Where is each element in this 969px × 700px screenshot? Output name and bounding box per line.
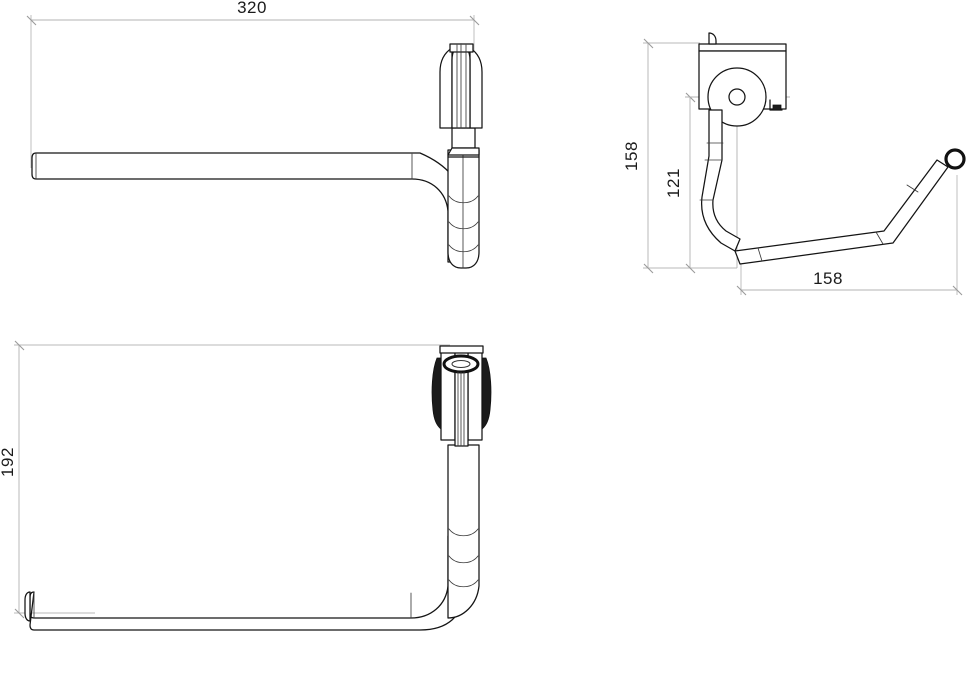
dimension-label-320: 320 bbox=[237, 0, 267, 17]
tube-end-cap bbox=[944, 148, 966, 170]
dimension-label-158-vertical: 158 bbox=[622, 141, 641, 171]
weld-detail-mark bbox=[769, 99, 783, 111]
top-view-vertical-stem bbox=[447, 149, 480, 269]
dimension-192: 192 bbox=[0, 340, 450, 619]
top-view-fork-head bbox=[439, 43, 483, 129]
dimension-158-vertical: 158 bbox=[622, 38, 737, 274]
top-view-collar bbox=[447, 127, 480, 158]
front-view-vertical-stem bbox=[447, 444, 480, 619]
front-view-horizontal-arm bbox=[24, 535, 466, 631]
view-right-side: 158 121 158 bbox=[622, 32, 966, 296]
dimension-label-192: 192 bbox=[0, 447, 17, 477]
front-view-clamp-head bbox=[431, 345, 492, 447]
side-view-lower-arm bbox=[734, 159, 949, 265]
dimension-label-158-horizontal: 158 bbox=[813, 269, 843, 288]
view-top-left: 320 bbox=[26, 0, 483, 269]
dimension-158-horizontal: 158 bbox=[736, 175, 963, 296]
top-view-horizontal-arm bbox=[31, 152, 466, 263]
view-bottom-left: 192 bbox=[0, 340, 492, 631]
dimension-320: 320 bbox=[26, 0, 480, 168]
dimension-label-121: 121 bbox=[664, 168, 683, 198]
side-view-upper-arm bbox=[699, 109, 741, 252]
